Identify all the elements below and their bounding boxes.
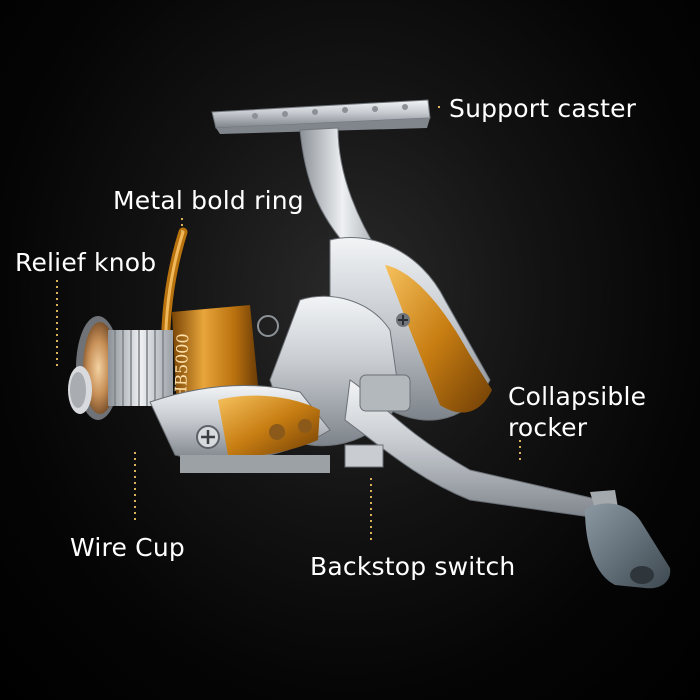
collapsible-rocker-part (344, 374, 671, 589)
label-collapsible-rocker-line1: Collapsible (508, 382, 647, 411)
label-collapsible-rocker: Collapsible rocker (508, 381, 646, 443)
leader-lines (56, 106, 521, 540)
label-metal-bold-ring: Metal bold ring (113, 186, 304, 215)
support-caster-part (211, 99, 431, 263)
label-collapsible-rocker-line2: rocker (508, 413, 588, 442)
label-wire-cup: Wire Cup (70, 533, 185, 562)
label-support-caster: Support caster (449, 94, 637, 123)
spool-marking: HB5000 (171, 333, 192, 400)
label-relief-knob: Relief knob (15, 248, 157, 277)
backstop-switch-part (180, 444, 384, 473)
rotor-arm (149, 384, 331, 462)
label-backstop-switch: Backstop switch (310, 552, 516, 581)
